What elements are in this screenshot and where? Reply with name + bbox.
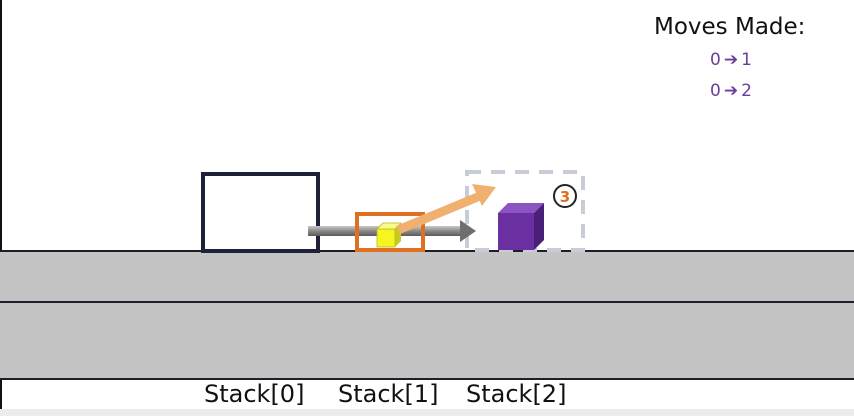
move-to: 2 xyxy=(741,81,752,101)
right-arrow-icon: ➔ xyxy=(723,81,739,101)
left-edge xyxy=(0,0,2,416)
purple-block xyxy=(498,203,544,250)
moves-title: Moves Made: xyxy=(654,14,806,40)
stack-1-label: Stack[1] xyxy=(338,380,439,408)
step-badge-number: 3 xyxy=(560,188,570,206)
yellow-block xyxy=(376,222,402,248)
step-badge: 3 xyxy=(553,184,577,208)
move-arrow xyxy=(396,184,496,235)
right-arrow-icon: ➔ xyxy=(723,50,739,70)
shelf-band-lower xyxy=(0,301,854,380)
stack-2-label: Stack[2] xyxy=(466,380,567,408)
move-from: 0 xyxy=(710,50,721,70)
stack-0-label: Stack[0] xyxy=(204,380,305,408)
move-entry: 0➔2 xyxy=(710,81,752,101)
bottom-strip xyxy=(0,409,854,416)
moves-panel: Moves Made: 0➔1 0➔2 xyxy=(648,8,824,110)
move-from: 0 xyxy=(710,81,721,101)
stack-1-highlight xyxy=(355,212,425,252)
stack-0-box xyxy=(201,172,320,253)
shelf-band-upper xyxy=(0,250,854,302)
move-to: 1 xyxy=(741,50,752,70)
move-entry: 0➔1 xyxy=(710,50,752,70)
